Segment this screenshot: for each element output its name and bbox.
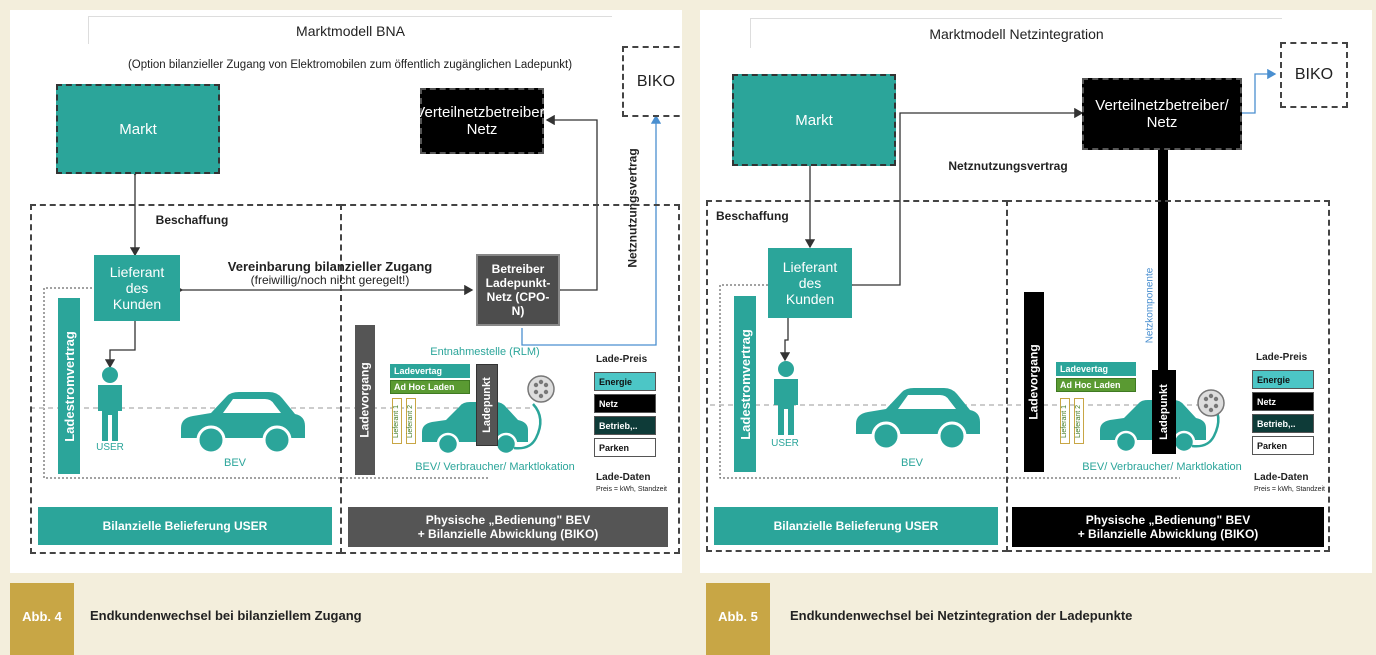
right-dashed-region: [1006, 200, 1330, 552]
right-dashed-region: [340, 204, 680, 554]
bottom-left-bar: Bilanzielle Belieferung USER: [38, 507, 332, 545]
user-icon: [774, 361, 798, 435]
bottom-right-line1: Physische „Bedienung" BEV: [425, 513, 591, 527]
bev-label: BEV: [900, 457, 923, 469]
ladepunkt-post: Ladepunkt: [1152, 370, 1176, 454]
lieferant1-tag: Lieferant 1: [392, 398, 402, 444]
caption-number-abb4: Abb. 4: [10, 583, 74, 655]
ladepunkt-post: Ladepunkt: [476, 364, 498, 446]
lieferant1-tag: Lieferant 1: [1060, 398, 1070, 444]
beschaffung-label: Beschaffung: [155, 213, 229, 227]
markt-box: Markt: [732, 74, 896, 166]
ladevertag-tag: Ladevertag: [1056, 362, 1136, 376]
price-netz: Netz: [594, 394, 656, 413]
lieferant2-tag: Lieferant 2: [1074, 398, 1084, 444]
title-box: Marktmodell BNA: [88, 16, 612, 44]
markt-box: Markt: [56, 84, 220, 174]
bev-location-label: BEV/ Verbraucher/ Marktlokation: [415, 461, 575, 473]
bottom-right-bar: Physische „Bedienung" BEV + Bilanzielle …: [348, 507, 668, 547]
price-energie: Energie: [594, 372, 656, 391]
plug-icon: [527, 375, 555, 403]
subtitle: (Option bilanzieller Zugang von Elektrom…: [127, 59, 573, 71]
adhoc-tag: Ad Hoc Laden: [1056, 378, 1136, 392]
netzkomponente-label: Netzkomponente: [1144, 267, 1156, 343]
lade-daten-note: Preis = kWh, Standzeit: [1254, 486, 1326, 493]
betreiber-box: Betreiber Ladepunkt-Netz (CPO-N): [476, 254, 560, 326]
entnahmestelle-label: Entnahmestelle (RLM): [430, 346, 540, 358]
price-energie: Energie: [1252, 370, 1314, 389]
car-icon: [181, 392, 305, 455]
lade-preis-heading: Lade-Preis: [1256, 352, 1308, 363]
netznutzungsvertrag-label: Netznutzungsvertrag: [948, 159, 1068, 173]
price-parken: Parken: [1252, 436, 1314, 455]
ladevorgang-bar: Ladevorgang: [1024, 292, 1044, 472]
price-parken: Parken: [594, 438, 656, 457]
price-list: Energie Netz Betrieb,.. Parken: [1252, 370, 1316, 455]
lade-preis-heading: Lade-Preis: [596, 354, 648, 365]
biko-box: BIKO: [622, 46, 682, 117]
lade-daten-note: Preis = kWh, Standzeit: [596, 486, 668, 493]
lade-daten-heading: Lade-Daten: [596, 472, 651, 483]
figure-abb5: Marktmodell Netzintegration BIKO Markt V…: [700, 10, 1372, 573]
vnb-box: Verteilnetzbetreiber/ Netz: [415, 88, 549, 154]
ladestromvertrag-bar: Ladestromvertrag: [734, 296, 756, 472]
caption-number-abb5: Abb. 5: [706, 583, 770, 655]
lade-daten-heading: Lade-Daten: [1254, 472, 1309, 483]
lieferant-box: Lieferant des Kunden: [94, 255, 180, 321]
vereinbarung-label: Vereinbarung bilanzieller Zugang: [227, 258, 433, 274]
bottom-right-bar: Physische „Bedienung" BEV + Bilanzielle …: [1012, 507, 1324, 547]
car-icon: [856, 388, 980, 451]
price-netz: Netz: [1252, 392, 1314, 411]
price-list: Energie Netz Betrieb,.. Parken: [594, 372, 658, 457]
bottom-right-line2: + Bilanzielle Abwicklung (BIKO): [1077, 527, 1259, 541]
price-betrieb: Betrieb,..: [1252, 414, 1314, 433]
plug-icon: [1197, 389, 1225, 417]
user-icon: [98, 367, 122, 441]
vnb-box: Verteilnetzbetreiber/ Netz: [1082, 78, 1242, 150]
figure-abb4: Marktmodell BNA (Option bilanzieller Zug…: [10, 10, 682, 573]
lieferant2-tag: Lieferant 2: [406, 398, 416, 444]
bottom-left-bar: Bilanzielle Belieferung USER: [714, 507, 998, 545]
caption-text-abb5: Endkundenwechsel bei Netzintegration der…: [790, 608, 1133, 623]
beschaffung-label: Beschaffung: [716, 209, 789, 223]
bottom-right-line2: + Bilanzielle Abwicklung (BIKO): [417, 527, 599, 541]
biko-box: BIKO: [1280, 42, 1348, 108]
lieferant-box: Lieferant des Kunden: [768, 248, 852, 318]
user-label: USER: [771, 437, 799, 449]
vereinbarung-note: (freiwillig/noch nicht geregelt!): [250, 273, 410, 287]
ladevertag-tag: Ladevertag: [390, 364, 470, 378]
bottom-right-line1: Physische „Bedienung" BEV: [1085, 513, 1251, 527]
charging-car-icon: [422, 402, 542, 456]
bev-label: BEV: [223, 457, 246, 469]
user-label: USER: [96, 441, 124, 453]
bev-location-label: BEV/ Verbraucher/ Marktlokation: [1082, 461, 1242, 473]
ladevorgang-bar: Ladevorgang: [355, 325, 375, 475]
title-box: Marktmodell Netzintegration: [750, 18, 1282, 48]
caption-text-abb4: Endkundenwechsel bei bilanziellem Zugang: [90, 608, 362, 623]
price-betrieb: Betrieb,..: [594, 416, 656, 435]
ladestromvertrag-bar: Ladestromvertrag: [58, 298, 80, 474]
adhoc-tag: Ad Hoc Laden: [390, 380, 470, 394]
